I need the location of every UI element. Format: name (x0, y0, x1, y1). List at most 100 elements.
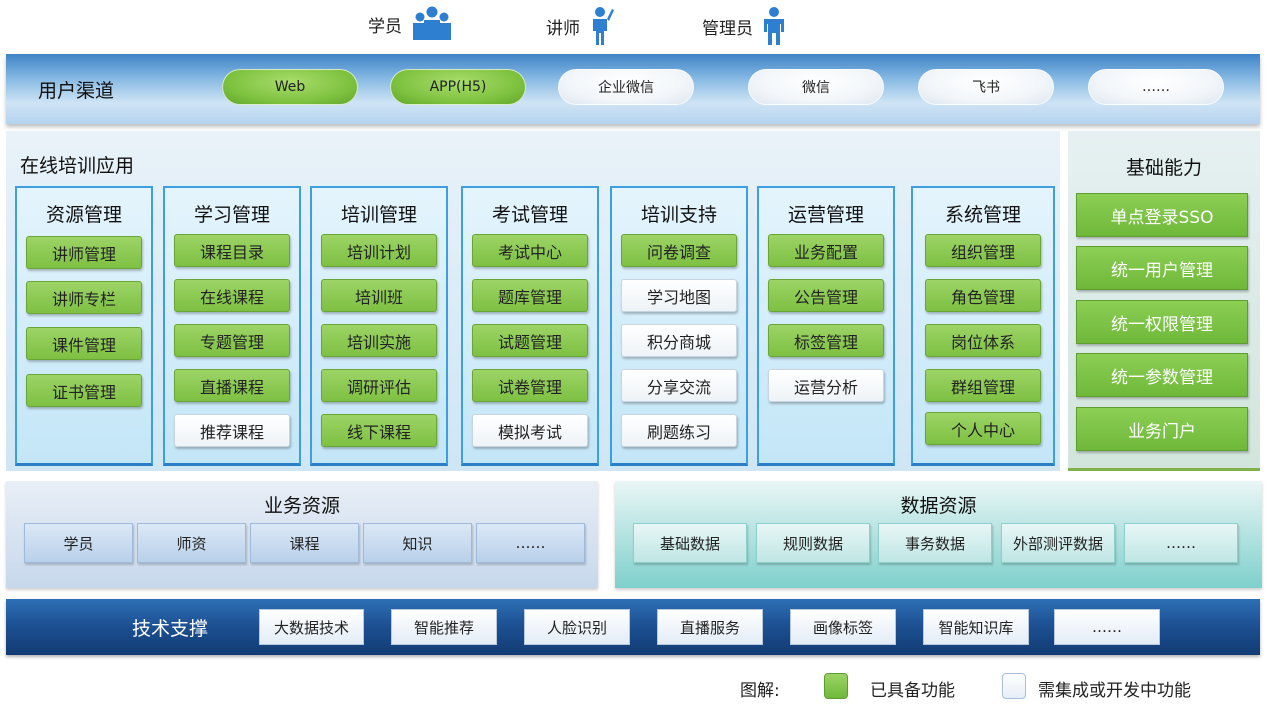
tech-item: 智能知识库 (923, 609, 1029, 645)
user-lecturer-label: 讲师 (546, 18, 580, 39)
basic-item-user-management: 统一用户管理 (1076, 246, 1248, 290)
user-lecturer: 讲师 (546, 6, 614, 46)
module-item: 直播课程 (174, 369, 290, 402)
user-admin: 管理员 (702, 6, 789, 46)
online-training-app-panel: 在线培训应用 资源管理 讲师管理 讲师专栏 课件管理 证书管理 学习管理 课程目… (6, 131, 1060, 471)
basic-ability-panel: 基础能力 单点登录SSO 统一用户管理 统一权限管理 统一参数管理 业务门户 (1068, 131, 1260, 471)
module-item: 分享交流 (621, 369, 737, 402)
module-training-management: 培训管理 培训计划 培训班 培训实施 调研评估 线下课程 (310, 186, 448, 466)
tech-item: 智能推荐 (391, 609, 497, 645)
module-item: 课程目录 (174, 234, 290, 267)
module-item: 角色管理 (925, 279, 1041, 312)
module-item: 线下课程 (321, 414, 437, 447)
basic-ability-title: 基础能力 (1125, 157, 1202, 179)
user-admin-label: 管理员 (702, 18, 753, 39)
module-training-support: 培训支持 问卷调查 学习地图 积分商城 分享交流 刷题练习 (610, 186, 748, 466)
basic-item-sso: 单点登录SSO (1076, 193, 1248, 237)
user-student-label: 学员 (368, 16, 402, 37)
channel-app-h5: APP(H5) (390, 69, 526, 105)
module-item: 推荐课程 (174, 414, 290, 447)
module-title: 系统管理 (944, 204, 1021, 226)
module-item: 培训班 (321, 279, 437, 312)
channel-more: …… (1088, 69, 1224, 105)
module-item: 专题管理 (174, 324, 290, 357)
legend-label: 图解: (740, 681, 780, 701)
module-item: 学习地图 (621, 279, 737, 312)
data-resource-item: 基础数据 (633, 523, 747, 563)
legend-todo-text: 需集成或开发中功能 (1038, 681, 1191, 701)
tech-item: 人脸识别 (524, 609, 630, 645)
legend-ready-swatch (824, 673, 848, 699)
data-resources-panel: 数据资源 基础数据 规则数据 事务数据 外部测评数据 …… (615, 481, 1262, 588)
channel-wecom: 企业微信 (558, 69, 694, 105)
module-item: 岗位体系 (925, 324, 1041, 357)
module-learning-management: 学习管理 课程目录 在线课程 专题管理 直播课程 推荐课程 (163, 186, 301, 466)
lecturer-icon (593, 7, 614, 45)
module-item: 证书管理 (26, 374, 142, 407)
tech-item: 画像标签 (790, 609, 896, 645)
module-title: 资源管理 (45, 204, 122, 226)
module-item: 讲师管理 (26, 236, 142, 269)
business-resource-item: …… (476, 523, 585, 563)
module-item: 讲师专栏 (26, 281, 142, 314)
module-title: 培训管理 (340, 204, 417, 226)
channel-wechat: 微信 (748, 69, 884, 105)
basic-item-permission-management: 统一权限管理 (1076, 300, 1248, 344)
module-item: 培训计划 (321, 234, 437, 267)
module-item: 个人中心 (925, 412, 1041, 445)
module-item: 标签管理 (768, 324, 884, 357)
business-resource-item: 学员 (24, 523, 133, 563)
module-item: 组织管理 (925, 234, 1041, 267)
module-operations-management: 运营管理 业务配置 公告管理 标签管理 运营分析 (757, 186, 895, 466)
legend-ready-text: 已具备功能 (870, 681, 955, 701)
user-student: 学员 (368, 6, 456, 42)
data-resources-title: 数据资源 (900, 495, 977, 517)
admin-icon (764, 7, 784, 45)
basic-item-parameter-management: 统一参数管理 (1076, 353, 1248, 397)
business-resources-panel: 业务资源 学员 师资 课程 知识 …… (6, 481, 598, 588)
tech-support-bar: 技术支撑 大数据技术 智能推荐 人脸识别 直播服务 画像标签 智能知识库 …… (6, 599, 1260, 655)
module-item: 培训实施 (321, 324, 437, 357)
module-item: 调研评估 (321, 369, 437, 402)
module-resource-management: 资源管理 讲师管理 讲师专栏 课件管理 证书管理 (15, 186, 153, 466)
module-title: 培训支持 (640, 204, 717, 226)
module-item: 群组管理 (925, 369, 1041, 402)
module-exam-management: 考试管理 考试中心 题库管理 试题管理 试卷管理 模拟考试 (461, 186, 599, 466)
module-system-management: 系统管理 组织管理 角色管理 岗位体系 群组管理 个人中心 (911, 186, 1055, 466)
user-channels-bar: 用户渠道 Web APP(H5) 企业微信 微信 飞书 …… (6, 54, 1260, 124)
legend: 图解: 已具备功能 需集成或开发中功能 (740, 672, 1260, 702)
module-item: 题库管理 (472, 279, 588, 312)
channel-web: Web (222, 69, 358, 105)
module-item: 试题管理 (472, 324, 588, 357)
data-resource-item: …… (1124, 523, 1238, 563)
module-item: 课件管理 (26, 327, 142, 360)
module-item: 问卷调查 (621, 234, 737, 267)
business-resource-item: 师资 (137, 523, 246, 563)
module-item: 公告管理 (768, 279, 884, 312)
module-title: 考试管理 (491, 204, 568, 226)
module-title: 学习管理 (193, 204, 270, 226)
data-resource-item: 事务数据 (878, 523, 992, 563)
tech-item: 大数据技术 (259, 609, 364, 645)
legend-todo-swatch (1002, 673, 1026, 699)
business-resource-item: 知识 (363, 523, 472, 563)
tech-item: 直播服务 (657, 609, 763, 645)
tech-item: …… (1054, 609, 1160, 645)
module-item: 刷题练习 (621, 414, 737, 447)
module-item: 在线课程 (174, 279, 290, 312)
data-resource-item: 外部测评数据 (1001, 523, 1115, 563)
basic-item-business-portal: 业务门户 (1076, 407, 1248, 451)
business-resources-title: 业务资源 (263, 495, 340, 517)
user-roles: 学员 讲师 管理员 (360, 6, 840, 46)
module-item: 考试中心 (472, 234, 588, 267)
module-title: 运营管理 (787, 204, 864, 226)
channels-title: 用户渠道 (38, 80, 115, 102)
module-item: 试卷管理 (472, 369, 588, 402)
data-resource-item: 规则数据 (756, 523, 870, 563)
module-item: 运营分析 (768, 369, 884, 402)
tech-support-title: 技术支撑 (132, 618, 209, 640)
online-app-title: 在线培训应用 (20, 155, 135, 177)
module-item: 模拟考试 (472, 414, 588, 447)
module-item: 业务配置 (768, 234, 884, 267)
module-item: 积分商城 (621, 324, 737, 357)
